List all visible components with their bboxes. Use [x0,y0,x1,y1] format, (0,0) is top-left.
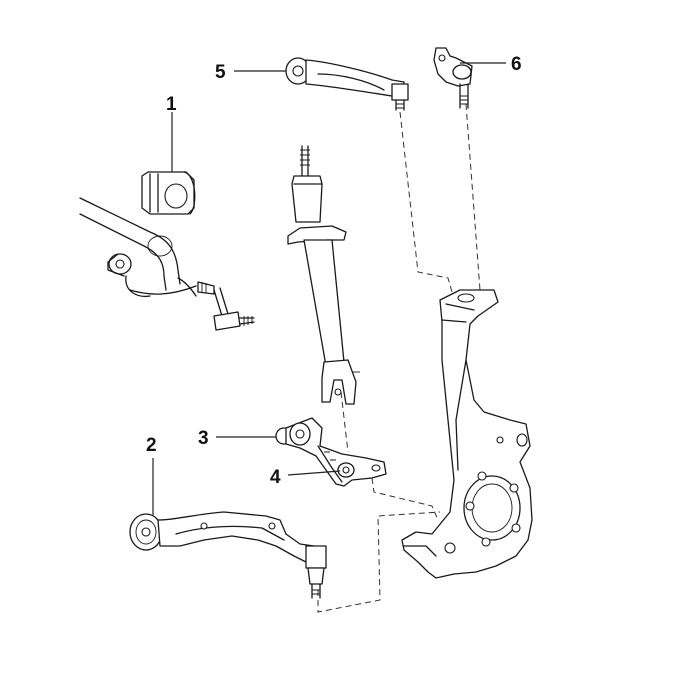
steering-knuckle [401,289,533,579]
callout-4: 4 [270,467,281,488]
leader-4 [287,470,341,476]
lower-control-arm [129,511,327,599]
stabilizer-link [107,253,255,331]
callout-2: 2 [146,435,157,456]
callout-labels: 1 2 3 4 5 6 [146,54,522,488]
callout-6: 6 [511,54,522,75]
upper-control-arm [285,57,409,111]
callout-3: 3 [198,428,209,449]
callout-5: 5 [215,62,226,83]
shock-absorber [287,145,360,405]
stabilizer-bar [79,197,197,298]
callout-1: 1 [166,94,177,115]
lower-bracket-bushing [275,417,387,487]
upper-ball-joint-bracket [433,47,473,109]
stabilizer-bushing [141,171,196,215]
leader-lines [152,62,506,516]
assembly-guide-lines [317,103,481,613]
